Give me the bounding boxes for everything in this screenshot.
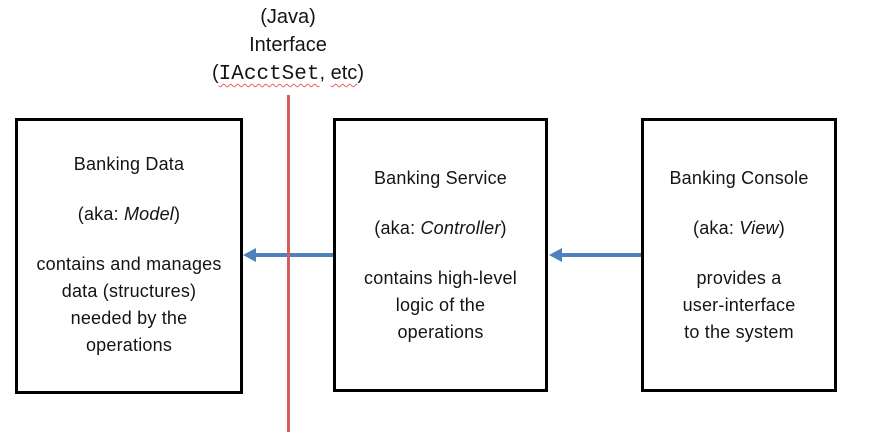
open-paren: (: [212, 62, 219, 84]
etc-text: etc: [330, 62, 358, 84]
banking-data-description: contains and manages data (structures) n…: [18, 251, 240, 359]
aka-suffix: ): [778, 218, 785, 238]
comma-separator: ,: [319, 62, 331, 84]
aka-model-name: Model: [123, 204, 175, 224]
aka-suffix: ): [500, 218, 507, 238]
arrow-shaft: [562, 253, 641, 257]
description-line: logic of the: [395, 295, 486, 315]
banking-data-box: Banking Data (aka: Model) contains and m…: [15, 118, 243, 394]
banking-console-description: provides a user-interface to the system: [644, 265, 834, 346]
description-line: to the system: [684, 322, 794, 342]
banking-service-box: Banking Service (aka: Controller) contai…: [333, 118, 548, 392]
aka-view-name: View: [739, 218, 779, 238]
java-interface-label-line2: Interface: [249, 34, 327, 56]
description-line: contains high-level: [364, 268, 517, 288]
banking-console-aka: (aka: View): [644, 215, 834, 241]
banking-console-box: Banking Console (aka: View) provides a u…: [641, 118, 837, 392]
java-interface-boundary-line: [287, 95, 290, 432]
iacctset-code-text: IAcctSet: [218, 63, 320, 86]
description-line: data (structures): [61, 281, 197, 301]
service-to-data-arrow: [243, 248, 333, 262]
banking-data-aka: (aka: Model): [18, 201, 240, 227]
java-interface-label-line1: (Java): [260, 6, 316, 28]
banking-service-title: Banking Service: [373, 168, 508, 188]
java-interface-label: (Java) Interface (IAcctSet, etc): [138, 3, 438, 89]
banking-data-title: Banking Data: [73, 154, 185, 174]
description-line: needed by the: [70, 308, 188, 328]
arrow-shaft: [256, 253, 333, 257]
description-line: provides a: [696, 268, 782, 288]
aka-prefix: (aka:: [693, 218, 740, 238]
left-arrowhead-icon: [549, 248, 562, 262]
description-line: contains and manages: [36, 254, 222, 274]
description-line: user-interface: [682, 295, 796, 315]
description-line: operations: [397, 322, 484, 342]
banking-service-aka: (aka: Controller): [336, 215, 545, 241]
aka-controller-name: Controller: [420, 218, 501, 238]
java-interface-label-line3: (IAcctSet, etc): [138, 59, 438, 89]
description-line: operations: [85, 335, 173, 355]
aka-suffix: ): [174, 204, 181, 224]
aka-prefix: (aka:: [77, 204, 124, 224]
banking-service-description: contains high-level logic of the operati…: [336, 265, 545, 346]
aka-prefix: (aka:: [374, 218, 421, 238]
left-arrowhead-icon: [243, 248, 256, 262]
banking-console-title: Banking Console: [669, 168, 809, 188]
close-paren: ): [357, 62, 364, 84]
console-to-service-arrow: [549, 248, 641, 262]
